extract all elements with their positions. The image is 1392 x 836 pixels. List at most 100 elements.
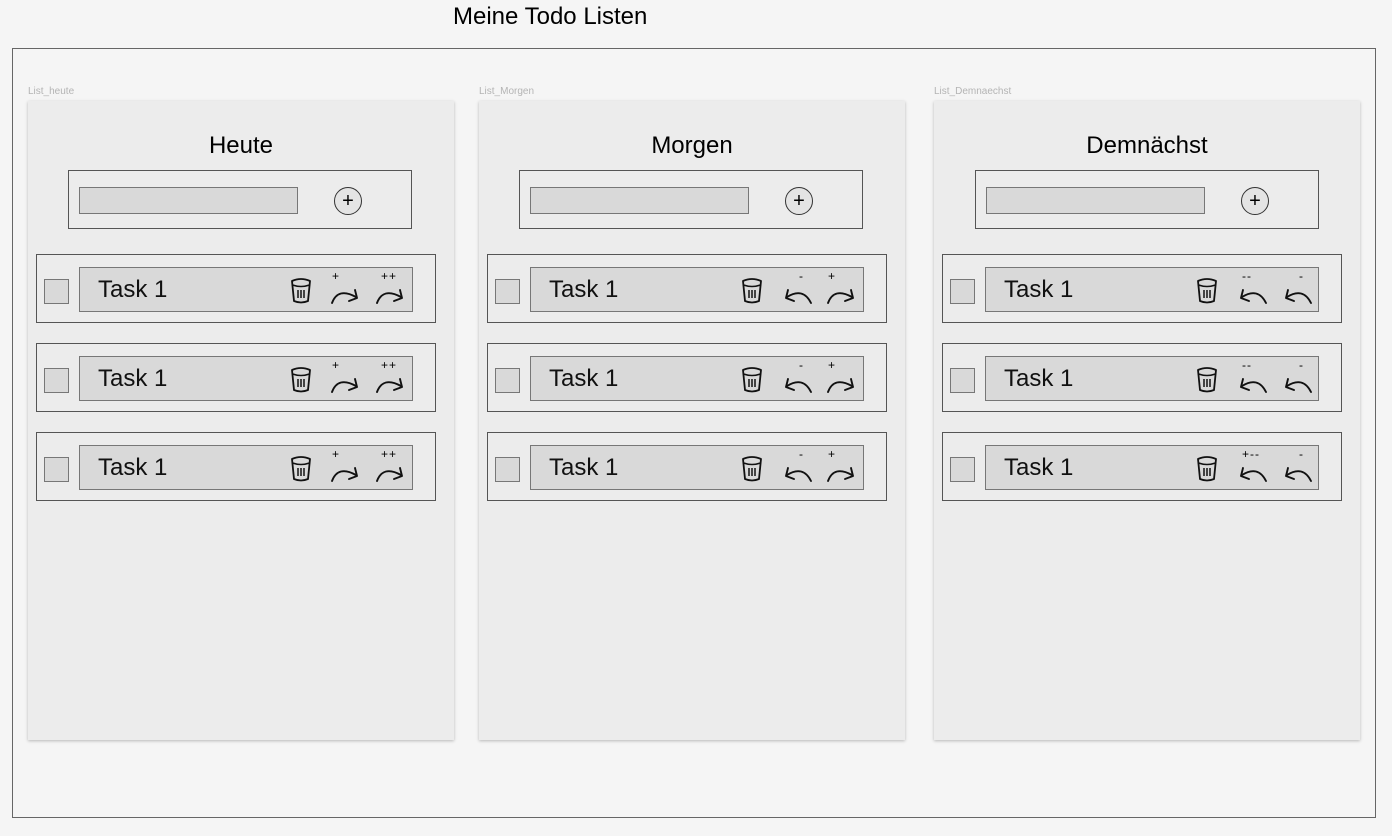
move-marker-label: + <box>828 447 837 461</box>
task-row: Task 1 - + <box>487 343 887 412</box>
add-task-form: + <box>519 170 863 229</box>
task-row: Task 1 -+ <box>487 254 887 323</box>
todo-list-column: Heute+Task 1+++Task 1+++Task 1+++ <box>28 101 454 740</box>
move-back-icon[interactable]: -- <box>1234 269 1270 309</box>
task-label: Task 1 <box>549 454 619 481</box>
move-back-icon[interactable]: -- <box>1234 358 1270 398</box>
task-item: Task 1--- <box>985 267 1319 312</box>
task-label: Task 1 <box>549 365 619 392</box>
plus-circle-icon: + <box>793 190 805 212</box>
new-task-input[interactable] <box>530 187 749 214</box>
task-row: Task 1--- <box>942 343 1342 412</box>
task-row: Task 1 +-- - <box>942 432 1342 501</box>
todo-list-column: Morgen+Task 1-+Task 1-+Task 1-+ <box>479 101 905 740</box>
move-back-icon[interactable]: - <box>779 270 815 309</box>
page-title: Meine Todo Listen <box>453 3 648 30</box>
move-marker-label: ++ <box>381 447 398 461</box>
trash-icon[interactable] <box>283 451 319 487</box>
task-label: Task 1 <box>98 365 168 392</box>
move-forward-icon[interactable]: + <box>328 269 364 309</box>
task-checkbox[interactable] <box>495 457 520 482</box>
move-forward-icon[interactable]: + <box>328 358 364 398</box>
task-row: Task 1+++ <box>36 432 436 501</box>
move-marker-label: +-- <box>1242 447 1260 461</box>
move-back-icon[interactable]: - <box>1279 358 1315 398</box>
task-checkbox[interactable] <box>495 368 520 393</box>
task-item: Task 1+++ <box>79 267 413 312</box>
move-forward-icon[interactable]: + <box>824 269 860 309</box>
frame-label: List_heute <box>28 86 75 97</box>
task-label: Task 1 <box>98 454 168 481</box>
move-back-icon[interactable]: - <box>1279 269 1315 309</box>
trash-icon[interactable] <box>734 451 770 487</box>
task-item: Task 1+++ <box>79 356 413 401</box>
move-marker-label: + <box>332 269 341 283</box>
task-checkbox[interactable] <box>44 368 69 393</box>
task-checkbox[interactable] <box>44 279 69 304</box>
task-label: Task 1 <box>1004 276 1074 303</box>
trash-icon[interactable] <box>1189 451 1225 487</box>
frame-label: List_Morgen <box>479 86 535 97</box>
trash-icon[interactable] <box>283 362 319 398</box>
task-item: Task 1 +-- - <box>985 445 1319 490</box>
task-checkbox[interactable] <box>950 368 975 393</box>
task-checkbox[interactable] <box>950 457 975 482</box>
move-marker-label: ++ <box>381 269 398 283</box>
move-marker-label: + <box>828 269 837 283</box>
trash-icon[interactable] <box>734 362 770 398</box>
frame-label: List_Demnaechst <box>934 86 1012 97</box>
move-forward-icon[interactable]: + <box>328 447 364 487</box>
plus-circle-icon: + <box>1249 190 1261 212</box>
task-item: Task 1--- <box>985 356 1319 401</box>
move-marker-label: + <box>332 447 341 461</box>
task-label: Task 1 <box>98 276 168 303</box>
add-task-button[interactable]: + <box>1241 187 1269 215</box>
task-label: Task 1 <box>1004 454 1074 481</box>
move-forward-icon[interactable]: ++ <box>373 269 409 309</box>
move-marker-label: - <box>799 447 804 461</box>
move-forward-icon[interactable]: ++ <box>373 358 409 398</box>
task-item: Task 1+++ <box>79 445 413 490</box>
list-title: Heute <box>208 132 274 159</box>
task-item: Task 1 - + <box>530 356 864 401</box>
move-marker-label: - <box>1299 358 1304 372</box>
new-task-input[interactable] <box>986 187 1205 214</box>
move-forward-icon[interactable]: + <box>824 447 860 487</box>
move-forward-icon[interactable]: ++ <box>373 447 409 487</box>
add-task-button[interactable]: + <box>785 187 813 215</box>
add-task-form: + <box>68 170 412 229</box>
trash-icon[interactable] <box>1189 273 1225 309</box>
move-back-icon[interactable]: +-- <box>1234 447 1270 487</box>
task-row: Task 1+++ <box>36 343 436 412</box>
task-row: Task 1--- <box>942 254 1342 323</box>
task-item: Task 1 - + <box>530 445 864 490</box>
add-task-button[interactable]: + <box>334 187 362 215</box>
todo-list-column: Demnächst+Task 1---Task 1---Task 1+--- <box>934 101 1360 740</box>
move-back-icon[interactable]: - <box>779 447 815 487</box>
list-title: Demnächst <box>1086 132 1208 159</box>
move-marker-label: - <box>1299 447 1304 461</box>
move-marker-label: ++ <box>381 358 398 372</box>
list-title: Morgen <box>651 132 733 159</box>
move-marker-label: - <box>799 358 804 372</box>
move-marker-label: -- <box>1242 269 1252 283</box>
task-label: Task 1 <box>1004 365 1074 392</box>
task-row: Task 1 - + <box>487 432 887 501</box>
add-task-form: + <box>975 170 1319 229</box>
move-back-icon[interactable]: - <box>779 358 815 398</box>
move-marker-label: + <box>332 358 341 372</box>
move-marker-label: -- <box>1242 358 1252 372</box>
task-label: Task 1 <box>549 276 619 303</box>
trash-icon[interactable] <box>734 273 770 309</box>
task-checkbox[interactable] <box>950 279 975 304</box>
move-marker-label: - <box>1299 269 1304 283</box>
task-item: Task 1 -+ <box>530 267 864 312</box>
trash-icon[interactable] <box>283 273 319 309</box>
trash-icon[interactable] <box>1189 362 1225 398</box>
move-back-icon[interactable]: - <box>1279 447 1315 487</box>
new-task-input[interactable] <box>79 187 298 214</box>
task-checkbox[interactable] <box>495 279 520 304</box>
move-forward-icon[interactable]: + <box>824 359 860 398</box>
plus-circle-icon: + <box>342 190 354 212</box>
task-checkbox[interactable] <box>44 457 69 482</box>
